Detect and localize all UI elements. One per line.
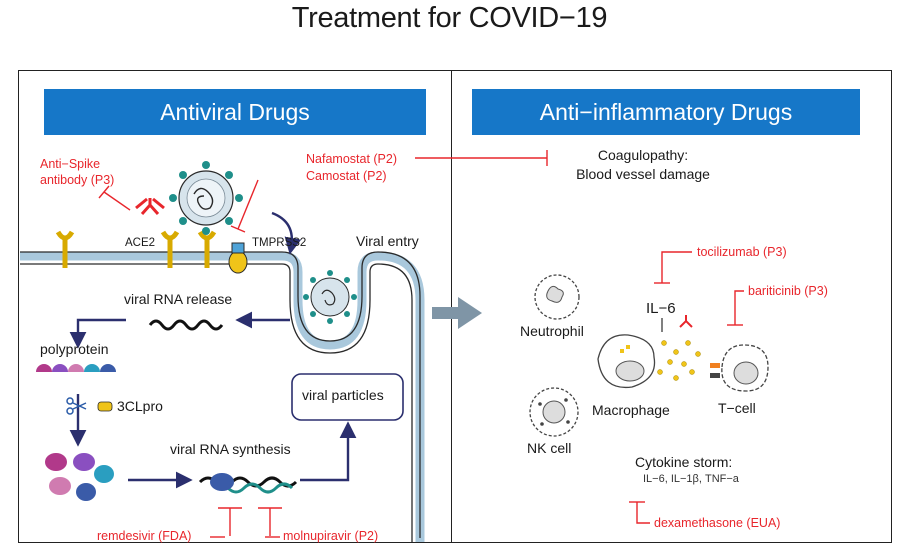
cytokines-list-label: IL−6, IL−1β, TNF−a xyxy=(643,473,739,485)
nafamostat-label: Nafamostat (P2) xyxy=(306,152,398,166)
nk-cell-label: NK cell xyxy=(527,440,572,456)
cell-membrane xyxy=(20,251,425,542)
anti-spike-line-2: antibody (P3) xyxy=(40,173,115,187)
tmprss2-icon xyxy=(228,242,248,274)
antiviral-banner: Antiviral Drugs xyxy=(44,89,426,135)
coagulopathy-line-1: Coagulopathy: xyxy=(597,147,689,163)
coagulopathy-line-2: Blood vessel damage xyxy=(576,166,710,182)
tocilizumab-label: tocilizumab (P3) xyxy=(697,245,787,259)
il6-antibody-icon xyxy=(679,315,693,328)
viral-particles-box xyxy=(291,373,404,421)
anti-spike-line-1: Anti−Spike xyxy=(40,157,101,171)
cytokine-storm-label: Cytokine storm: xyxy=(635,454,733,470)
viral-particles-label: viral particles xyxy=(302,387,384,403)
cell-icon xyxy=(529,274,769,437)
antibody-icon xyxy=(135,197,165,215)
transition-arrow-icon xyxy=(432,297,482,329)
viral-rna-icon xyxy=(148,319,224,331)
cytokine-dots-icon xyxy=(657,340,701,381)
ace2-label: ACE2 xyxy=(125,237,156,249)
viral-rna-synthesis-label: viral RNA synthesis xyxy=(170,441,291,457)
scissors-icon xyxy=(66,397,87,415)
endosome-virus-icon xyxy=(303,270,357,324)
pathway-arrows xyxy=(69,211,357,489)
virus-icon xyxy=(169,161,243,235)
dexamethasone-label: dexamethasone (EUA) xyxy=(654,516,781,530)
viral-entry-label: Viral entry xyxy=(356,233,419,249)
anti-inflammatory-banner: Anti−inflammatory Drugs xyxy=(472,89,860,135)
3clpro-label: 3CLpro xyxy=(117,398,163,414)
anti-inflammatory-panel xyxy=(451,70,892,543)
il6-label: IL−6 xyxy=(646,300,676,317)
macrophage-label: Macrophage xyxy=(592,402,670,418)
page-title: Treatment for COVID−19 xyxy=(291,2,608,34)
viral-rna-release-label: viral RNA release xyxy=(124,291,233,307)
remdesivir-label: remdesivir (FDA) xyxy=(97,529,192,543)
baricitinib-label: bariticinib (P3) xyxy=(748,284,828,298)
protease-icon xyxy=(97,401,113,412)
cleaved-proteins-icon xyxy=(45,453,114,501)
tcell-label: T−cell xyxy=(718,400,756,416)
molnupiravir-label: molnupiravir (P2) xyxy=(283,529,379,543)
anti-spike-label: Anti−Spike antibody (P3) xyxy=(40,156,114,188)
inhibitor-lines xyxy=(98,150,744,538)
polyprotein-icon xyxy=(36,364,116,372)
camostat-label: Camostat (P2) xyxy=(306,169,387,183)
coagulopathy-label: Coagulopathy: Blood vessel damage xyxy=(553,146,733,184)
tmprss2-label: TMPRSS2 xyxy=(252,237,307,249)
polyprotein-label: polyprotein xyxy=(40,341,109,357)
ace2-receptor-icon xyxy=(55,230,217,268)
rna-replication-icon xyxy=(198,473,298,494)
neutrophil-label: Neutrophil xyxy=(520,323,584,339)
